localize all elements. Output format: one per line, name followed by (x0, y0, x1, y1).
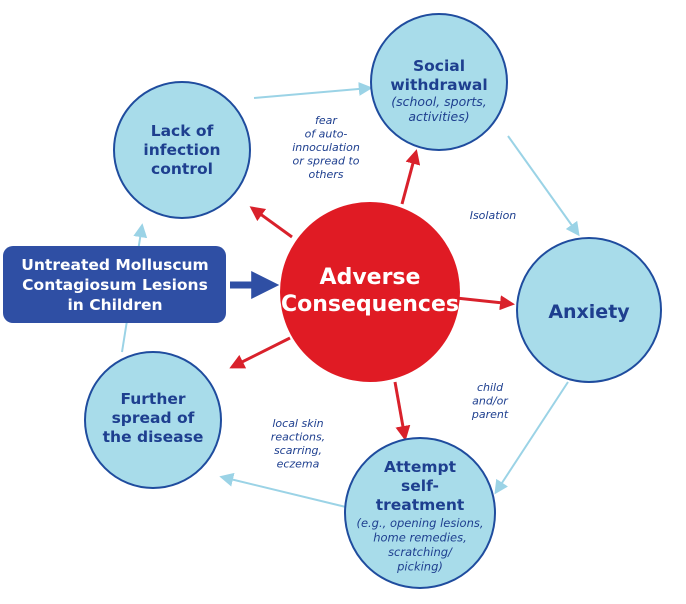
attempt-subtitle: (e.g., opening lesions,home remedies,scr… (356, 516, 483, 574)
anxiety-title: Anxiety (548, 301, 630, 323)
arrow-attempt-to-further (219, 472, 351, 509)
arrow-center-to-further (229, 336, 291, 369)
arrow-lack-to-social (253, 81, 373, 99)
node-anxiety: Anxiety (516, 237, 662, 383)
arrow-social-to-anxiety (507, 135, 580, 237)
social-subtitle: (school, sports,activities) (391, 94, 487, 124)
arrow-center-to-lack (249, 206, 293, 239)
arrow-center-to-attempt (393, 381, 411, 441)
edge-label-isolation: Isolation (470, 209, 517, 222)
red-arrows (229, 149, 515, 441)
arrow-anxiety-to-attempt (494, 381, 569, 495)
arrow-center-to-anxiety (455, 295, 515, 311)
arrow-center-to-social (400, 149, 421, 205)
